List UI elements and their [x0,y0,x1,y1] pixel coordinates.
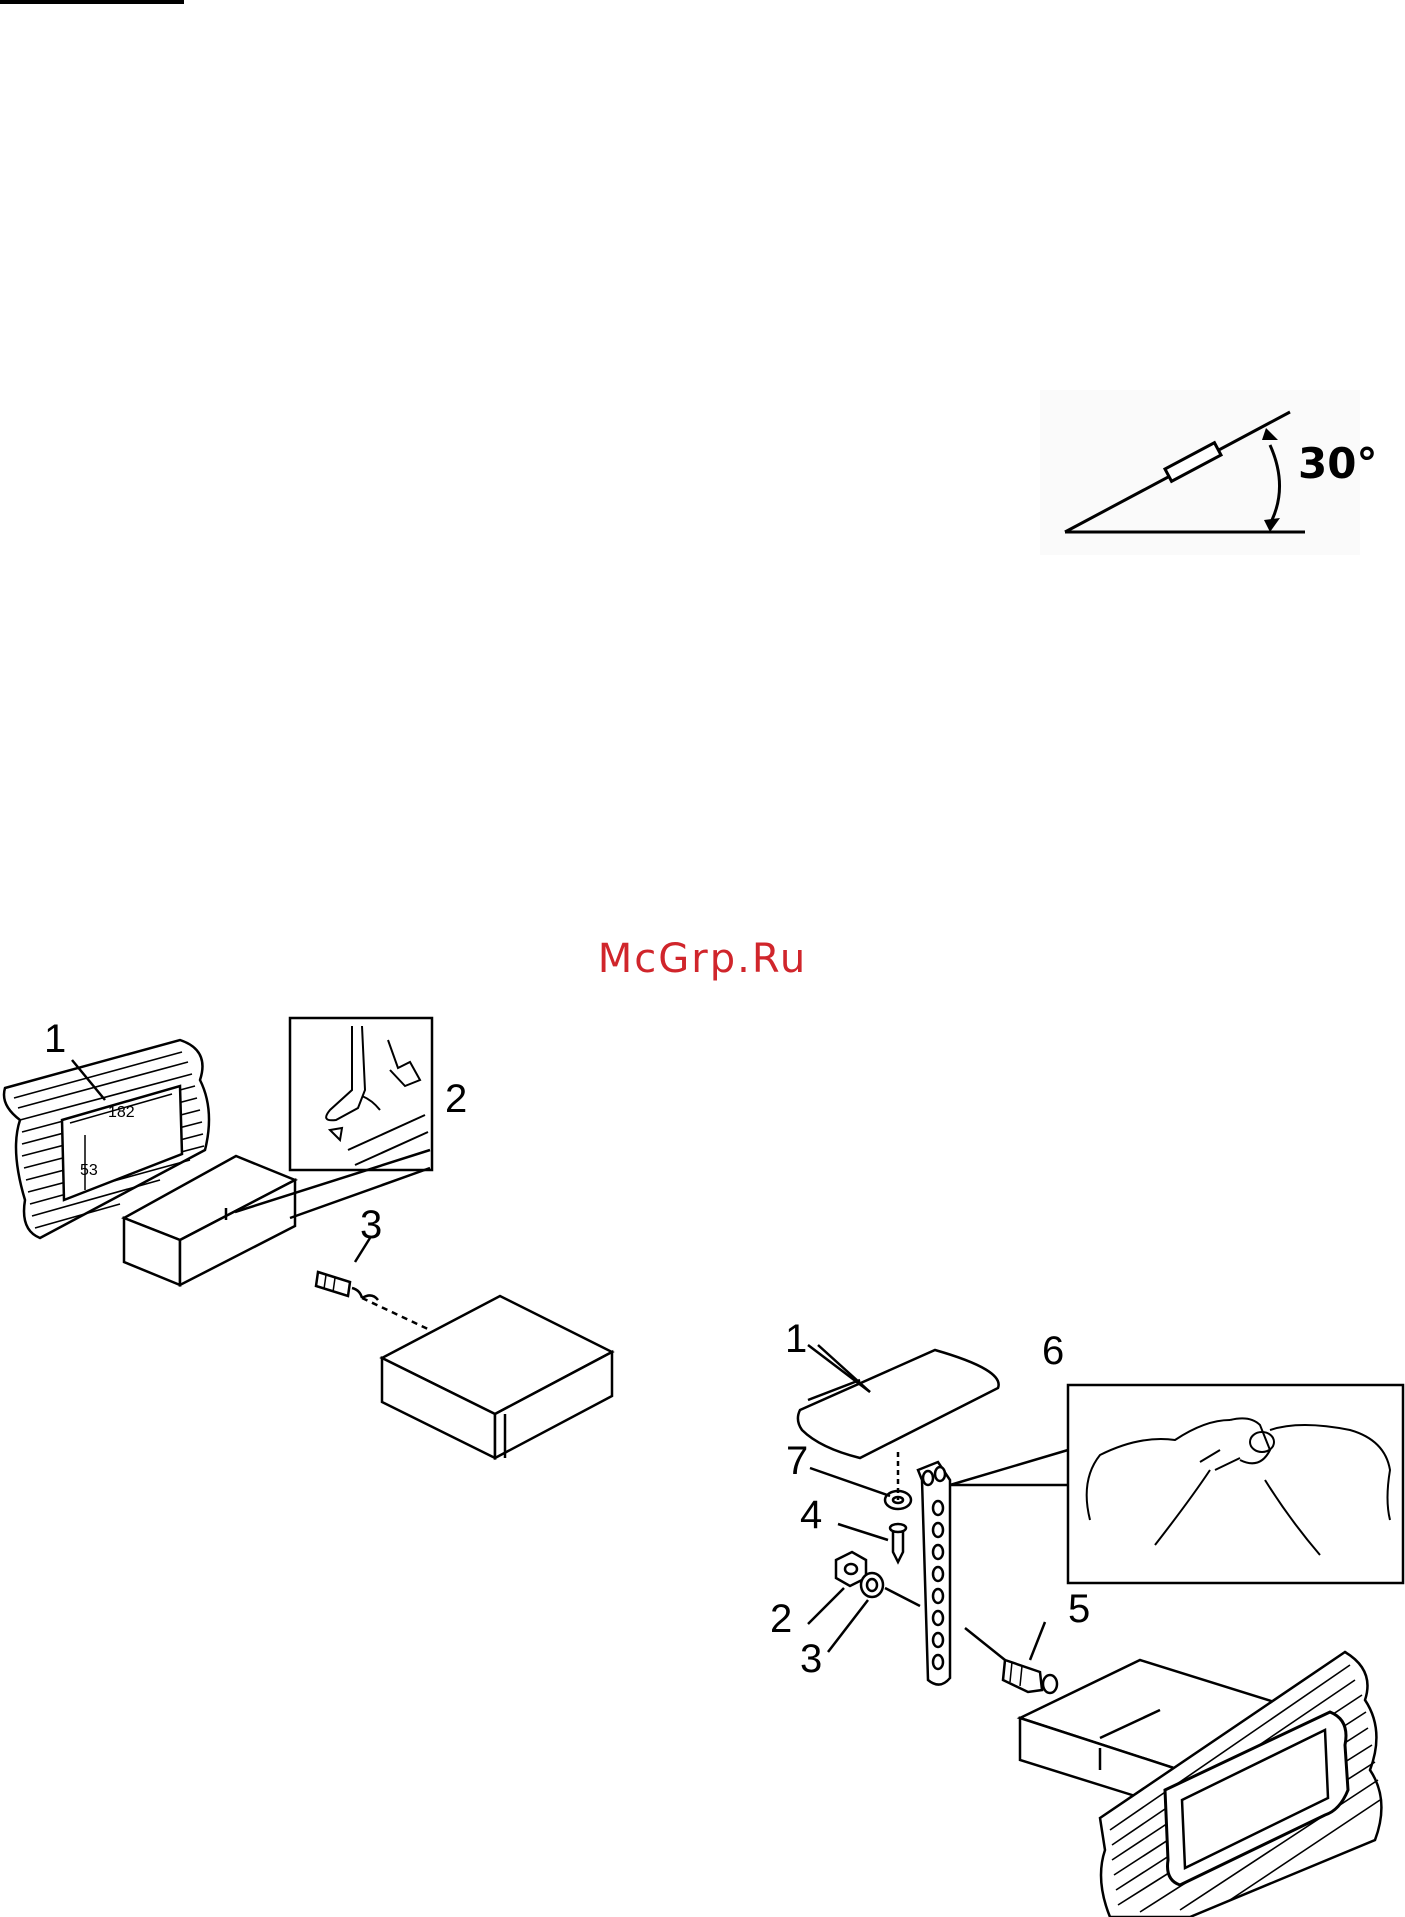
right-callout-5: 5 [1068,1587,1090,1631]
right-callout-1: 1 [785,1317,807,1361]
width-dimension: 182 [108,1104,135,1121]
right-callout-6: 6 [1042,1329,1064,1373]
right-callout-4: 4 [800,1493,822,1537]
right-callout-7: 7 [786,1439,808,1483]
right-callout-2: 2 [770,1597,792,1641]
top-plate [798,1350,999,1458]
angle-label: 30° [1298,439,1377,488]
height-dimension: 53 [80,1162,98,1179]
hand-detail-box-right [1068,1385,1403,1583]
right-callout-3: 3 [800,1637,822,1681]
perforated-strap [918,1462,950,1685]
rear-support-bolt [316,1272,378,1300]
spring-washer [861,1573,883,1597]
left-callout-3: 3 [360,1203,382,1247]
left-callout-1: 1 [44,1017,66,1061]
radio-unit [382,1296,612,1458]
right-install-figure [798,1345,1403,1917]
hand-detail-box [290,1018,432,1170]
left-install-figure [4,1018,612,1458]
rear-bolt [1003,1660,1057,1693]
left-callout-2: 2 [445,1077,467,1121]
